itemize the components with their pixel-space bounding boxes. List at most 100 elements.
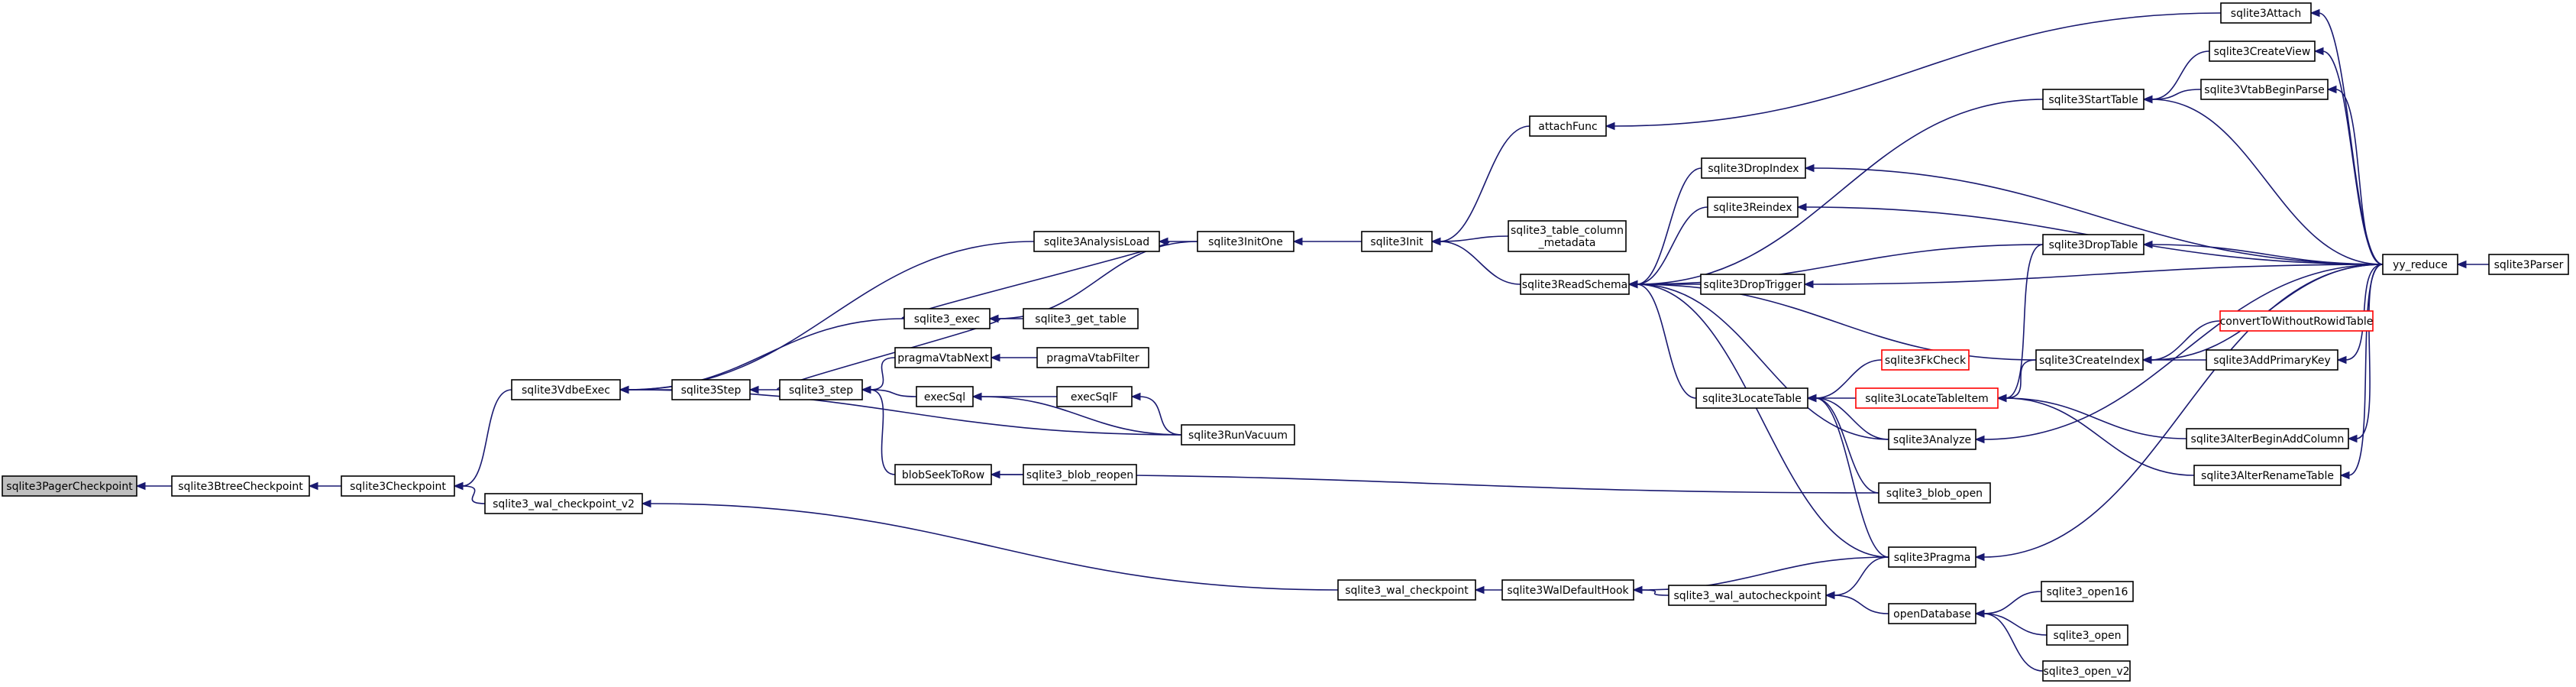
call-edge [1983,264,2384,558]
graph-node-sqlite3-wal-checkpoint-v2[interactable]: sqlite3_wal_checkpoint_v2 [484,493,643,514]
node-box [1023,464,1137,485]
call-edge [2005,244,2044,399]
graph-node-converttowithoutrowidtable[interactable]: convertToWithoutRowidTable [2219,310,2374,332]
call-edge [2005,359,2037,399]
node-box [2042,660,2131,682]
graph-node-sqlite3runvacuum[interactable]: sqlite3RunVacuum [1181,424,1295,446]
edge-arrowhead [1806,394,1817,403]
graph-node-sqlite3-exec[interactable]: sqlite3_exec [903,308,991,329]
graph-node-sqlite3parser[interactable]: sqlite3Parser [2488,254,2569,275]
graph-node-yy-reduce[interactable]: yy_reduce [2382,254,2458,275]
graph-node-sqlite3locatetable[interactable]: sqlite3LocateTable [1695,387,1808,409]
graph-node-sqlite3analysisload[interactable]: sqlite3AnalysisLoad [1033,231,1160,252]
graph-node-sqlite3locatetableitem[interactable]: sqlite3LocateTableItem [1855,387,1999,409]
edge-arrowhead [1803,280,1814,289]
graph-node-sqlite3vtabbeginparse[interactable]: sqlite3VtabBeginParse [2200,79,2329,100]
graph-node-sqlite3-open16[interactable]: sqlite3_open16 [2041,581,2134,602]
node-label: sqlite3WalDefaultHook [1507,585,1629,597]
graph-node-sqlite3droptable[interactable]: sqlite3DropTable [2042,234,2145,255]
node-label: sqlite3PagerCheckpoint [6,481,133,493]
node-label: sqlite3_wal_autocheckpoint [1673,590,1821,602]
graph-node-sqlite3readschema[interactable]: sqlite3ReadSchema [1520,274,1630,295]
node-label: sqlite3CreateIndex [2039,355,2140,367]
graph-node-sqlite3-blob-open[interactable]: sqlite3_blob_open [1878,482,1991,504]
graph-node-sqlite3btreecheckpoint[interactable]: sqlite3BtreeCheckpoint [171,475,310,497]
graph-node-sqlite3-wal-checkpoint[interactable]: sqlite3_wal_checkpoint [1337,579,1476,601]
node-box [1855,387,1999,409]
graph-node-sqlite3-open[interactable]: sqlite3_open [2046,624,2128,646]
graph-node-pragmavtabfilter[interactable]: pragmaVtabFilter [1036,347,1149,368]
edge-arrowhead [1974,435,1985,444]
node-box [1056,386,1133,407]
graph-node-sqlite3-open-v2[interactable]: sqlite3_open_v2 [2042,660,2131,682]
graph-node-opendatabase[interactable]: openDatabase [1888,603,1976,624]
graph-node-attachfunc[interactable]: attachFunc [1529,115,1607,137]
node-label: sqlite3LocateTable [1702,393,1802,405]
graph-node-sqlite3starttable[interactable]: sqlite3StartTable [2042,89,2145,110]
call-edge [1636,99,2044,285]
node-label: sqlite3InitOne [1208,236,1283,248]
graph-node-sqlite3-get-table[interactable]: sqlite3_get_table [1023,308,1139,329]
edge-arrowhead [1825,591,1835,600]
node-box [2042,234,2145,255]
graph-node-blobseektorow[interactable]: blobSeekToRow [894,464,992,485]
node-label: sqlite3Step [681,384,742,397]
graph-node-sqlite3alterrenametable[interactable]: sqlite3AlterRenameTable [2193,465,2342,486]
call-edge [1439,241,1521,285]
graph-node-execsql[interactable]: execSql [916,386,974,407]
graph-node-sqlite3droptrigger[interactable]: sqlite3DropTrigger [1700,274,1805,295]
call-edge [998,474,1879,494]
graph-node-sqlite3pagercheckpoint[interactable]: sqlite3PagerCheckpoint [2,475,137,497]
graph-node-sqlite3init[interactable]: sqlite3Init [1361,231,1433,252]
graph-node-sqlite3createview[interactable]: sqlite3CreateView [2209,41,2316,62]
graph-node-execsqlf[interactable]: execSqlF [1056,386,1133,407]
node-label: sqlite3_open [2054,630,2122,642]
graph-node-sqlite3-table-column-metadata[interactable]: sqlite3_table_column_metadata [1508,220,1627,252]
graph-node-sqlite3-step[interactable]: sqlite3_step [779,379,863,400]
graph-node-sqlite3checkpoint[interactable]: sqlite3Checkpoint [341,475,455,497]
edge-arrowhead [2309,8,2320,18]
edge-arrowhead [990,353,1000,362]
edge-arrowhead [1974,609,1985,618]
graph-node-sqlite3addprimarykey[interactable]: sqlite3AddPrimaryKey [2206,349,2338,371]
graph-node-pragmavtabnext[interactable]: pragmaVtabNext [894,347,992,368]
graph-node-sqlite3dropindex[interactable]: sqlite3DropIndex [1701,157,1806,179]
node-label: sqlite3RunVacuum [1188,429,1288,442]
edge-arrowhead [1632,585,1643,595]
node-label: sqlite3Analyze [1893,434,1971,446]
call-edge [1983,613,2044,672]
graph-node-sqlite3-blob-reopen[interactable]: sqlite3_blob_reopen [1023,464,1137,485]
graph-node-sqlite3pragma[interactable]: sqlite3Pragma [1888,546,1976,568]
graph-node-sqlite3step[interactable]: sqlite3Step [671,379,751,400]
node-box [2035,349,2144,371]
node-box [2046,624,2128,646]
edge-arrowhead [2313,47,2324,56]
node-box [2219,310,2374,332]
call-edge [2318,12,2384,265]
call-edge [1983,591,2042,614]
graph-node-sqlite3alterbeginaddcolumn[interactable]: sqlite3AlterBeginAddColumn [2186,428,2349,449]
graph-node-sqlite3vdbeexec[interactable]: sqlite3VdbeExec [511,379,621,400]
call-edge [461,485,486,504]
node-label: sqlite3Checkpoint [350,481,446,493]
graph-node-sqlite3createindex[interactable]: sqlite3CreateIndex [2035,349,2144,371]
node-label: sqlite3FkCheck [1885,355,1967,367]
graph-node-sqlite3waldefaulthook[interactable]: sqlite3WalDefaultHook [1501,579,1634,601]
graph-node-sqlite3analyze[interactable]: sqlite3Analyze [1888,429,1976,450]
graph-node-sqlite3reindex[interactable]: sqlite3Reindex [1707,196,1799,218]
node-box [1701,157,1806,179]
node-label: sqlite3VdbeExec [522,384,610,397]
node-label: sqlite3DropTrigger [1704,279,1802,291]
graph-node-sqlite3fkcheck[interactable]: sqlite3FkCheck [1881,349,1970,371]
node-box [171,475,310,497]
edge-arrowhead [2336,355,2347,365]
node-label: sqlite3_wal_checkpoint [1345,585,1469,597]
edge-arrowhead [1796,203,1807,212]
node-label: convertToWithoutRowidTable [2220,316,2374,328]
graph-node-sqlite3initone[interactable]: sqlite3InitOne [1197,231,1294,252]
node-box [1036,347,1149,368]
node-label: sqlite3_table_column [1511,225,1624,237]
graph-node-sqlite3attach[interactable]: sqlite3Attach [2220,2,2312,24]
node-box [1501,579,1634,601]
graph-node-sqlite3-wal-autocheckpoint[interactable]: sqlite3_wal_autocheckpoint [1668,585,1827,606]
